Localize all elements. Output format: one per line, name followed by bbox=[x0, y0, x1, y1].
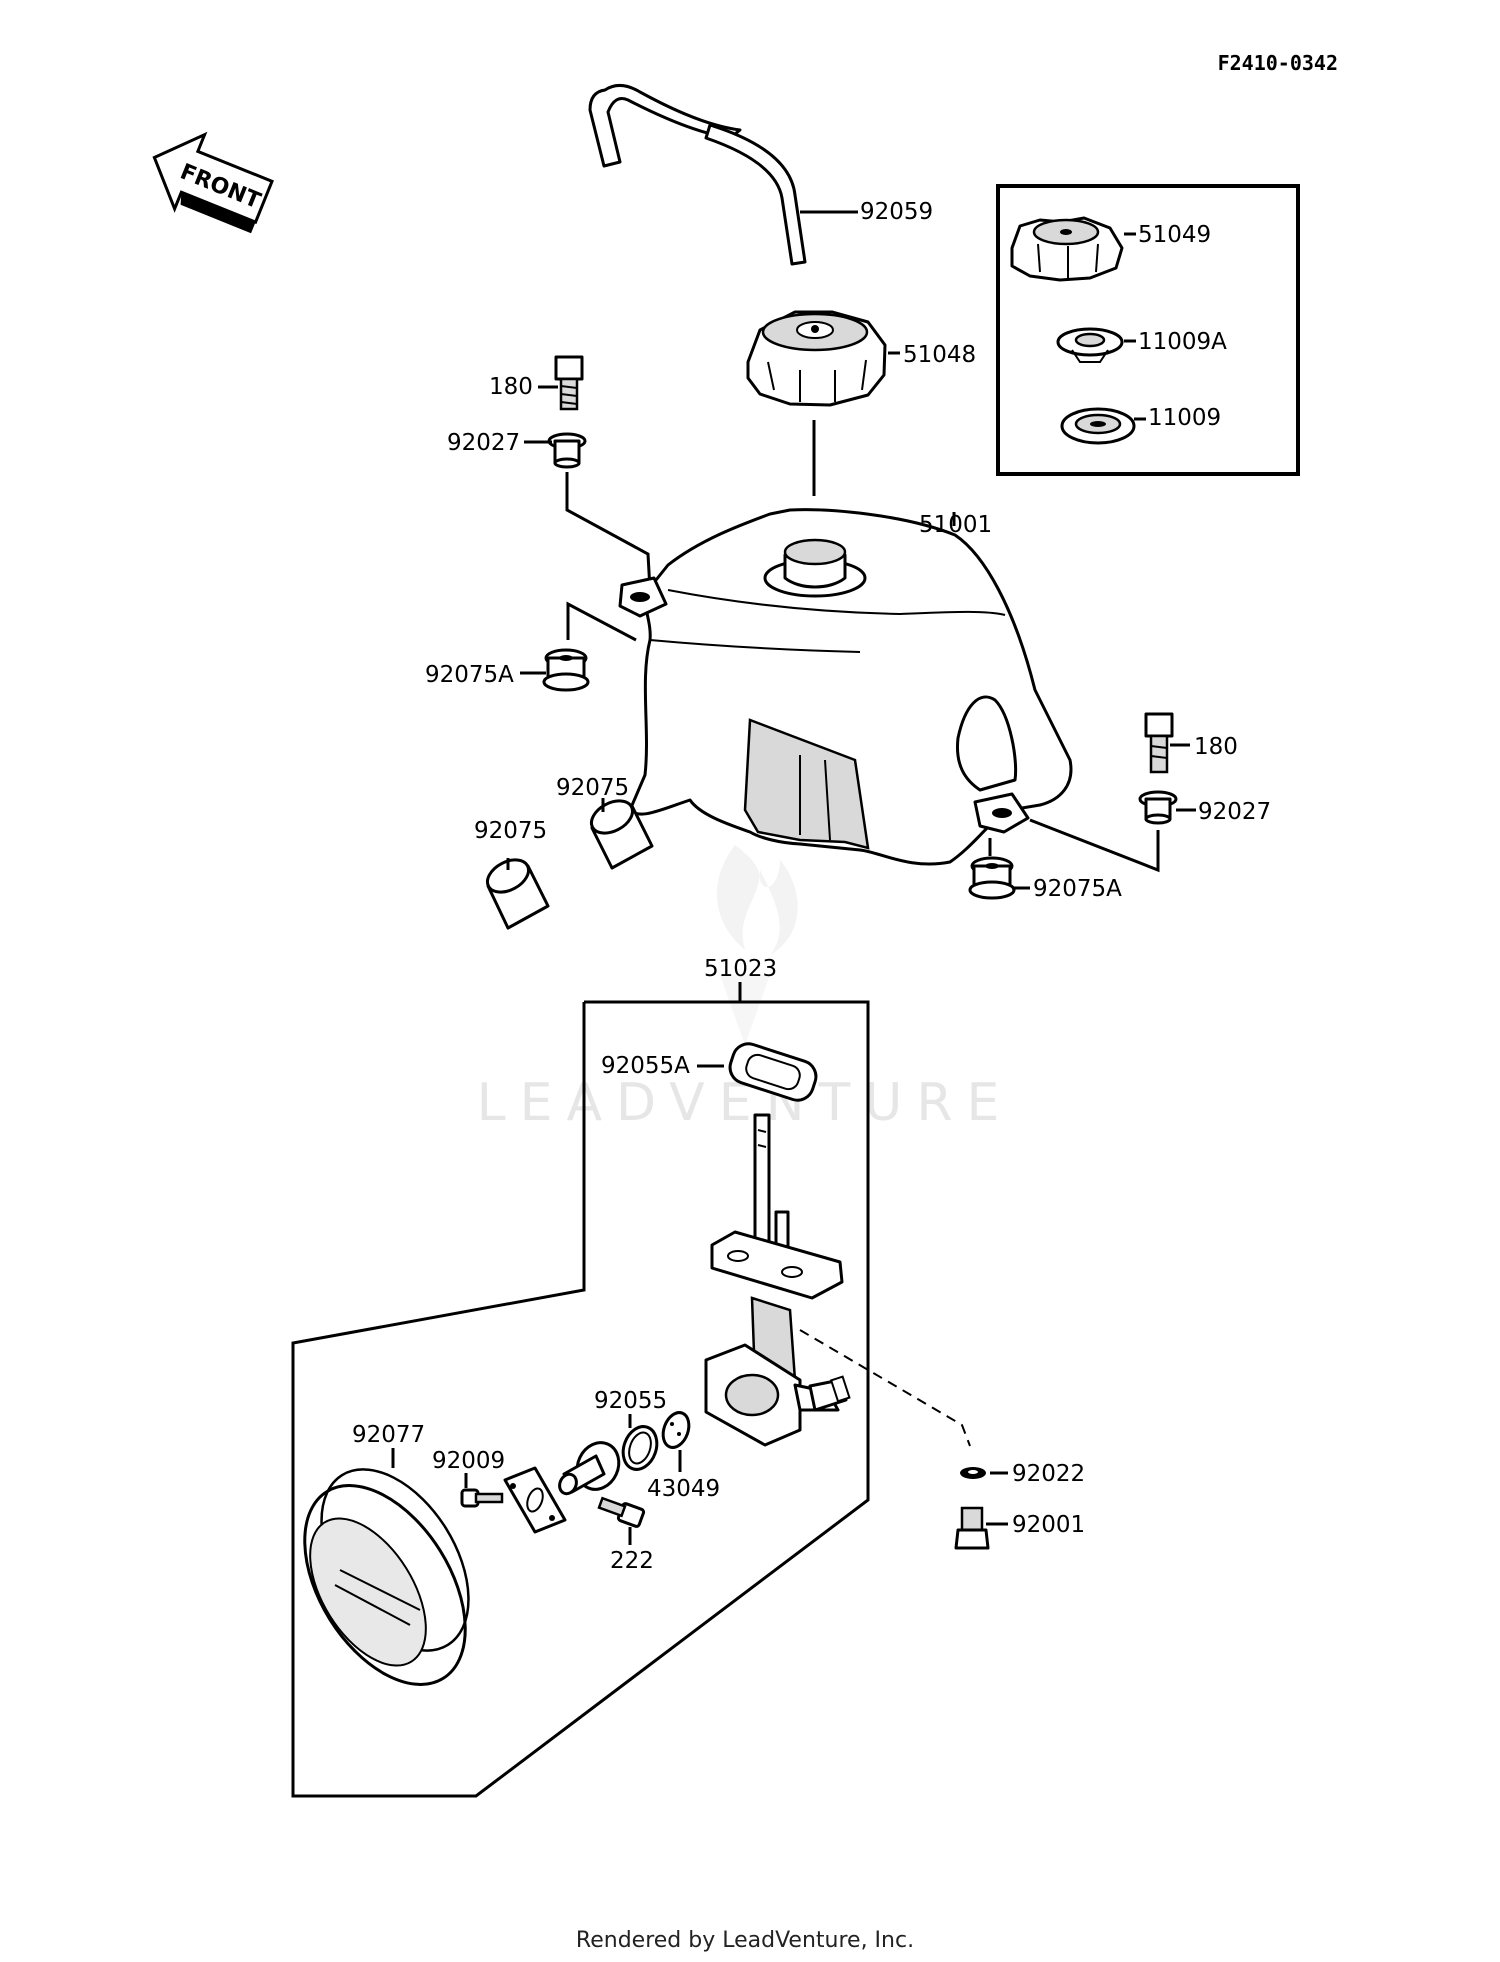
callout-92055a: 92055A bbox=[601, 1053, 690, 1079]
callout-92001: 92001 bbox=[1012, 1512, 1085, 1538]
bolt-180-right bbox=[1144, 712, 1174, 774]
cover-92077 bbox=[303, 1468, 470, 1686]
diagram-code: F2410-0342 bbox=[1218, 51, 1338, 75]
callout-92059: 92059 bbox=[860, 199, 933, 225]
watermark-logo bbox=[716, 845, 798, 1045]
breather-hose-92059 bbox=[588, 84, 807, 266]
screw-92009 bbox=[460, 1488, 504, 1508]
inset-box-cap-options bbox=[996, 184, 1300, 476]
front-arrow-icon: FRONT bbox=[152, 131, 274, 234]
callout-92009: 92009 bbox=[432, 1448, 505, 1474]
callout-92027-right: 92027 bbox=[1198, 799, 1271, 825]
callout-180-left: 180 bbox=[489, 374, 533, 400]
callout-92075-lower: 92075 bbox=[474, 818, 547, 844]
grommet-92075a-left bbox=[542, 648, 590, 692]
grommet-92075a-right bbox=[968, 856, 1016, 900]
collar-92027-left bbox=[547, 432, 587, 469]
callout-92027-left: 92027 bbox=[447, 430, 520, 456]
callout-92075a-right: 92075A bbox=[1033, 876, 1122, 902]
gasket-92055a bbox=[728, 1042, 818, 1102]
callout-labels: 92059 51049 51048 11009A 11009 180 92027… bbox=[352, 199, 1271, 1574]
callout-11009: 11009 bbox=[1148, 405, 1221, 431]
fuel-tank-51001 bbox=[618, 508, 1073, 866]
washer-11009a bbox=[1056, 327, 1124, 363]
callout-222: 222 bbox=[610, 1548, 654, 1574]
collar-92027-right bbox=[1138, 790, 1178, 825]
sleeve-92075-lower bbox=[485, 858, 550, 930]
assembly-frame-51023 bbox=[291, 1000, 870, 1798]
fuel-cap-51048 bbox=[746, 310, 887, 407]
callout-11009a: 11009A bbox=[1138, 329, 1227, 355]
callout-43049: 43049 bbox=[647, 1476, 720, 1502]
bolt-92001 bbox=[954, 1506, 990, 1550]
callout-92075a-left: 92075A bbox=[425, 662, 514, 688]
footer-credit: Rendered by LeadVenture, Inc. bbox=[576, 1928, 914, 1953]
bolt-180-left bbox=[554, 355, 584, 411]
callout-92022: 92022 bbox=[1012, 1461, 1085, 1487]
callout-51048: 51048 bbox=[903, 342, 976, 368]
callout-92077: 92077 bbox=[352, 1422, 425, 1448]
callout-51001: 51001 bbox=[919, 512, 992, 538]
cover-plate bbox=[503, 1466, 567, 1534]
diaphragm-43049 bbox=[661, 1411, 691, 1449]
callout-51049: 51049 bbox=[1138, 222, 1211, 248]
callout-92055: 92055 bbox=[594, 1388, 667, 1414]
gasket-11009 bbox=[1060, 407, 1136, 445]
washer-92022 bbox=[960, 1467, 986, 1479]
screw-222 bbox=[597, 1496, 646, 1528]
callout-51023: 51023 bbox=[704, 956, 777, 982]
fuel-tap-body bbox=[704, 1113, 851, 1447]
fuel-tap-lever bbox=[558, 1441, 621, 1496]
callout-92075-upper: 92075 bbox=[556, 775, 629, 801]
fuel-cap-51049 bbox=[1010, 216, 1124, 282]
callout-180-right: 180 bbox=[1194, 734, 1238, 760]
o-ring-92055 bbox=[621, 1425, 659, 1471]
